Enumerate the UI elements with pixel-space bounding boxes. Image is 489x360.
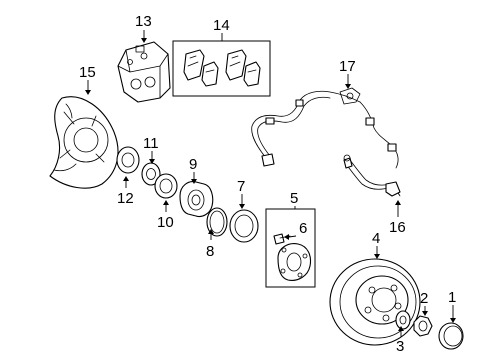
callout-10: 10: [157, 214, 174, 231]
dust-shield: [49, 96, 119, 189]
callout-9: 9: [189, 156, 197, 173]
abs-sensor-harness: [251, 87, 399, 169]
brake-caliper: [117, 41, 171, 103]
inner-bearing: [141, 162, 161, 186]
callout-labels: 1 2 3 4 5 6 7 8 9 10 11 12 13 14 15 16 1…: [79, 13, 456, 355]
pad-kit-box: [172, 40, 271, 97]
callout-5: 5: [290, 190, 298, 207]
hub-assembly: [277, 243, 312, 281]
leader-lines: [85, 30, 456, 337]
hub-cap: [438, 322, 464, 350]
brake-hose: [343, 154, 401, 197]
callout-3: 3: [396, 338, 404, 355]
callout-16: 16: [389, 219, 406, 236]
brake-pads: [183, 49, 261, 87]
callout-8: 8: [206, 243, 214, 260]
callout-12: 12: [117, 190, 134, 207]
hub-assembly-box: [265, 208, 316, 288]
callout-14: 14: [213, 17, 230, 34]
washer: [395, 310, 411, 330]
brake-rotor: [329, 258, 421, 346]
hub-bolt: [273, 233, 291, 245]
callout-11: 11: [143, 135, 159, 152]
callout-1: 1: [448, 289, 456, 306]
snap-ring: [206, 207, 228, 237]
callout-2: 2: [420, 290, 428, 307]
bearing-race: [154, 173, 178, 199]
callout-17: 17: [339, 58, 356, 75]
callout-15: 15: [79, 64, 96, 81]
hub-seal: [229, 209, 259, 243]
lock-nut: [413, 315, 433, 337]
callout-7: 7: [237, 178, 245, 195]
callout-4: 4: [372, 230, 380, 247]
callout-6: 6: [299, 220, 307, 237]
callout-13: 13: [135, 13, 152, 30]
wheel-bearing: [179, 181, 214, 218]
grease-seal: [116, 146, 140, 174]
